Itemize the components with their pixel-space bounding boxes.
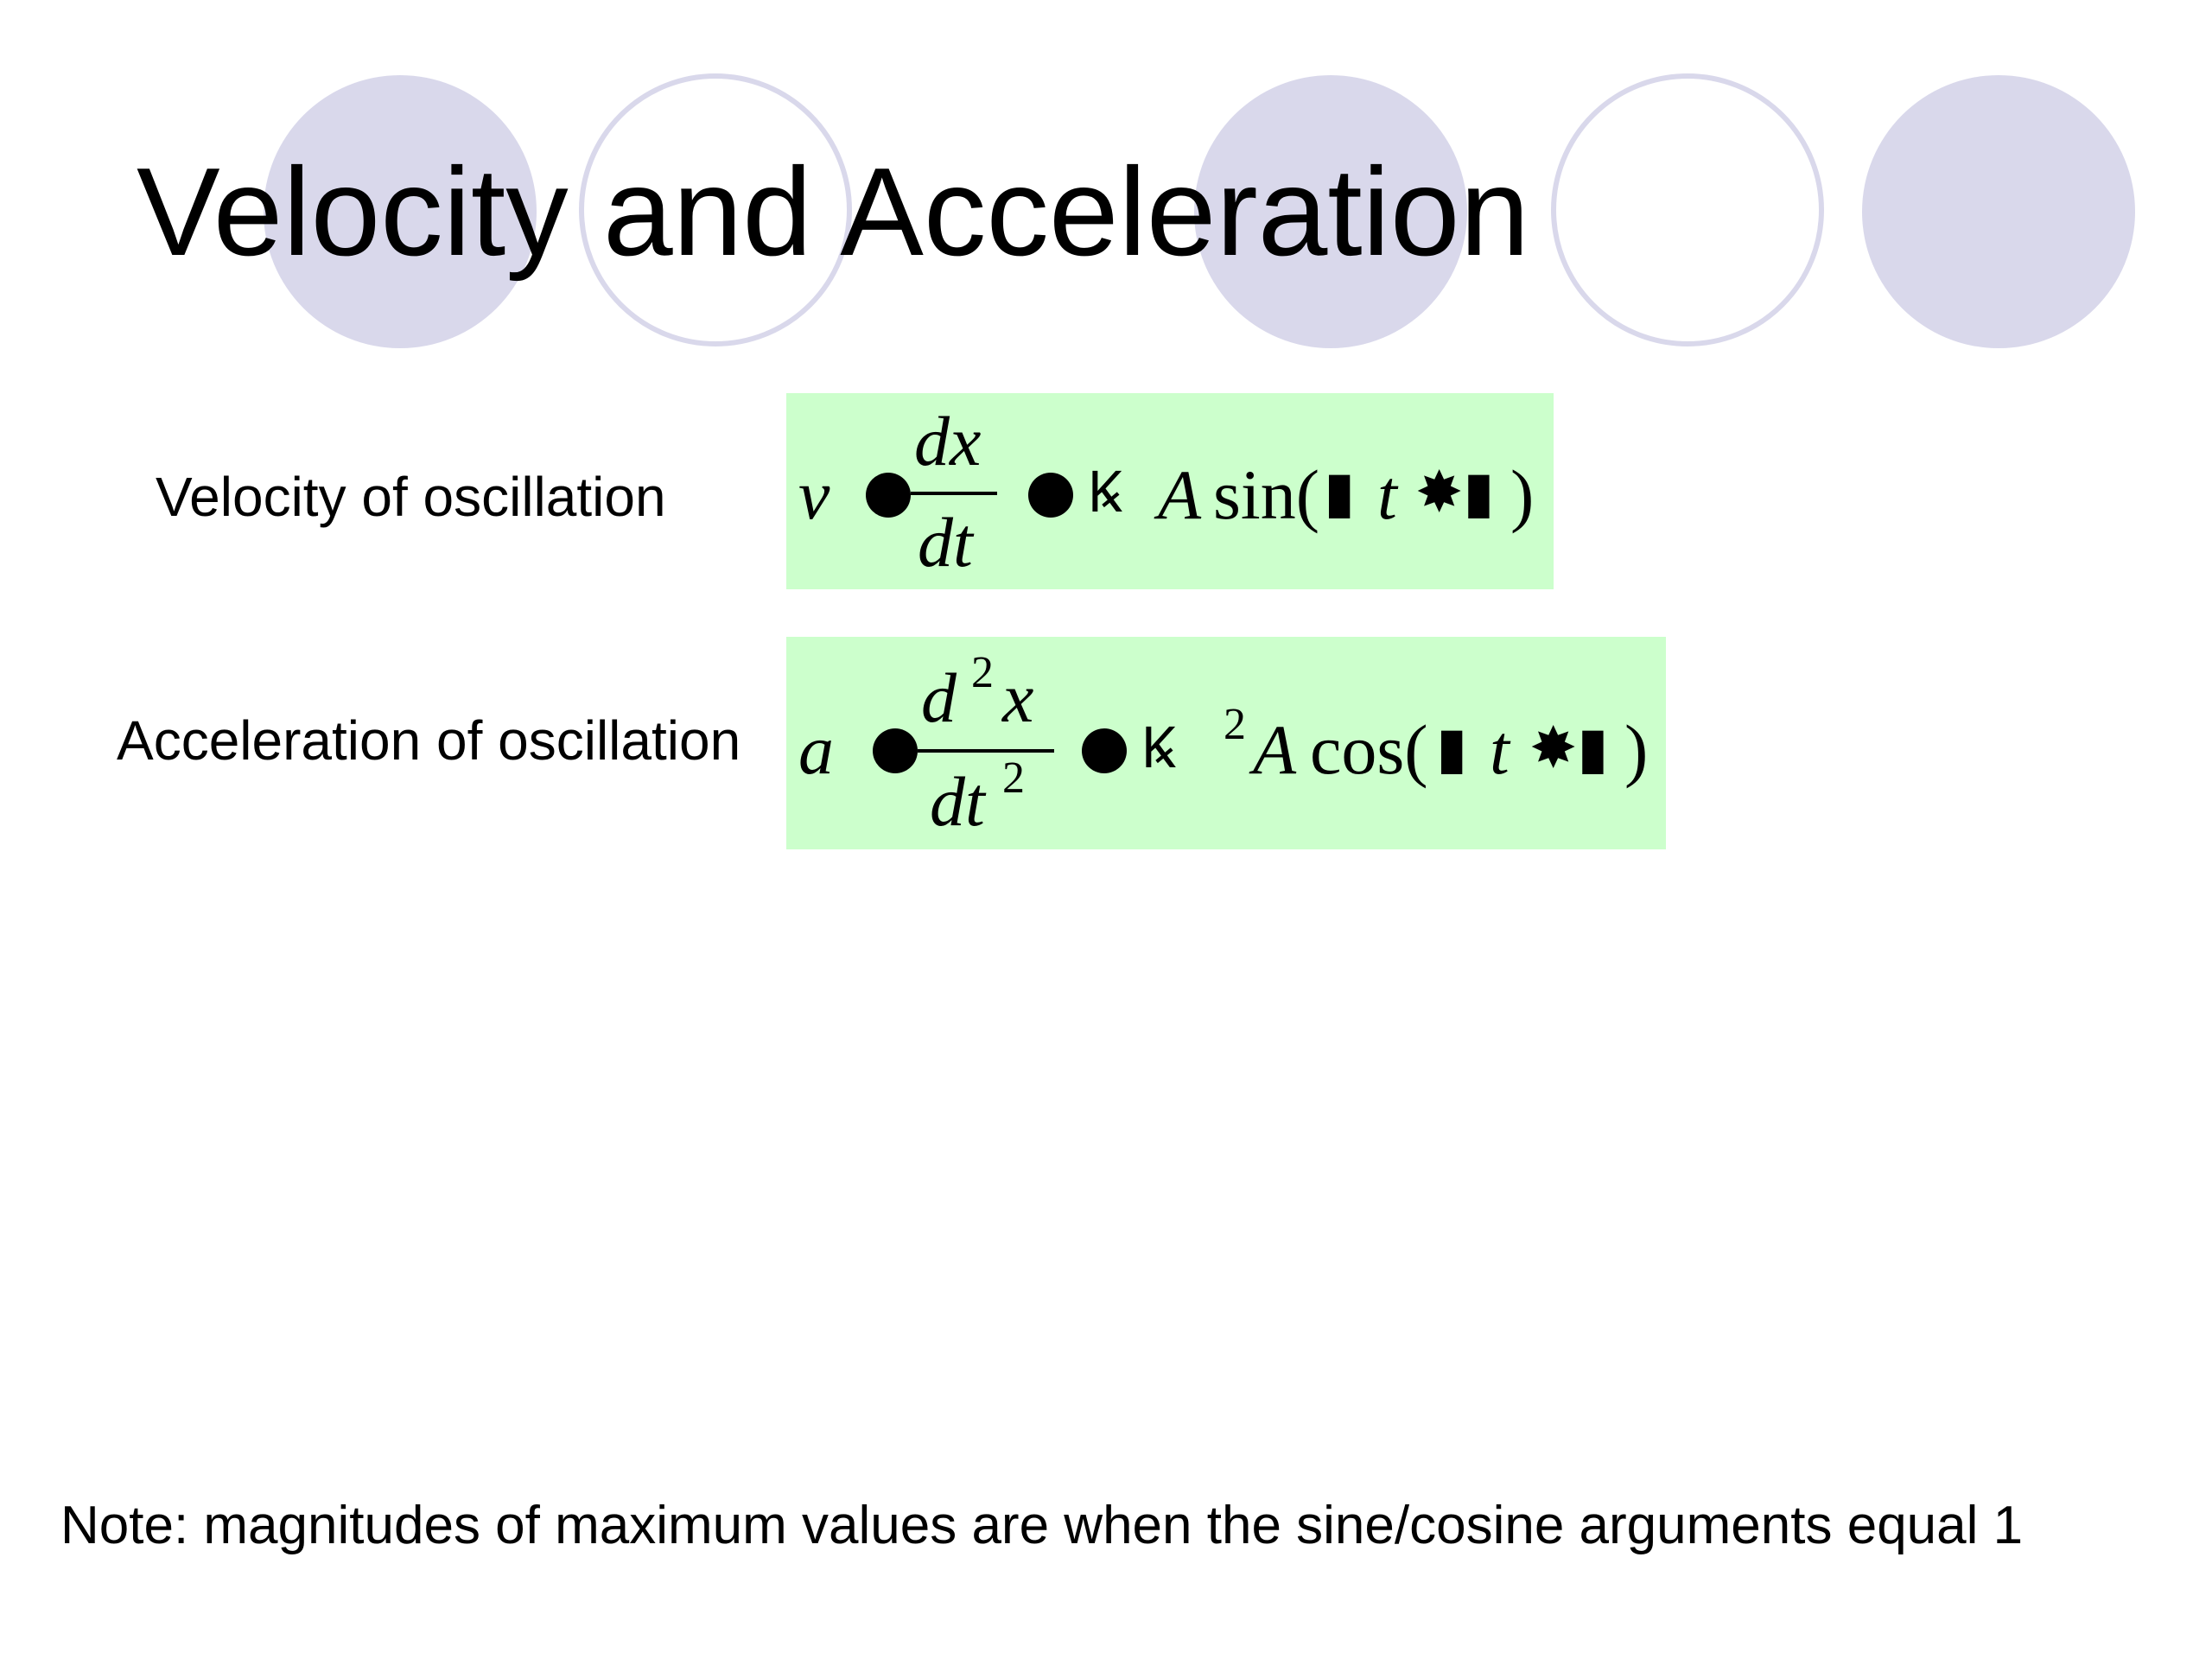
acceleration-numerator-d: d: [921, 658, 957, 737]
decorative-circle-1: [264, 75, 537, 348]
phase-glyph: ✸▮: [1415, 459, 1495, 525]
numerator-exponent: 2: [971, 648, 994, 697]
velocity-symbol: v: [798, 455, 830, 534]
acceleration-equation: a d 2 x dt 2 Ꝃ 2 A cos( ▮ t ✸▮ ): [786, 637, 1666, 849]
acceleration-label: Acceleration of oscillation: [117, 709, 741, 772]
amplitude-symbol: A: [1253, 710, 1297, 789]
phase-glyph: ✸▮: [1529, 715, 1609, 781]
minus-omega-glyph: Ꝃ: [1087, 459, 1122, 525]
sine-function: sin(: [1213, 455, 1319, 534]
acceleration-denominator: dt: [930, 762, 985, 841]
equals-glyph: [1028, 473, 1073, 518]
acceleration-symbol: a: [798, 710, 834, 789]
omega-glyph: ▮: [1436, 715, 1468, 781]
decorative-circle-4: [1551, 73, 1824, 346]
velocity-equation: v dx dt Ꝃ A sin( ▮ t ✸▮ ): [786, 393, 1554, 589]
equals-glyph: [866, 473, 911, 518]
close-paren: ): [1510, 455, 1535, 534]
amplitude-symbol: A: [1158, 455, 1202, 534]
time-symbol: t: [1490, 710, 1510, 789]
omega-glyph: ▮: [1324, 459, 1356, 525]
fraction-bar: [911, 492, 997, 495]
omega-exponent: 2: [1224, 700, 1246, 749]
equals-glyph: [1082, 728, 1127, 773]
slide-title: Velocity and Acceleration: [137, 142, 1530, 282]
close-paren: ): [1624, 710, 1649, 789]
velocity-label: Velocity of oscillation: [156, 466, 666, 528]
denominator-exponent: 2: [1002, 753, 1025, 803]
velocity-denominator: dt: [918, 503, 973, 582]
minus-omega-glyph: Ꝃ: [1141, 715, 1176, 781]
cosine-function: cos(: [1310, 710, 1428, 789]
acceleration-numerator-x: x: [1002, 658, 1034, 737]
decorative-circle-2: [579, 73, 852, 346]
velocity-numerator: dx: [914, 402, 982, 480]
footnote: Note: magnitudes of maximum values are w…: [60, 1496, 2024, 1555]
decorative-circle-5: [1862, 75, 2135, 348]
time-symbol: t: [1377, 455, 1397, 534]
fraction-bar: [918, 749, 1054, 753]
decorative-circle-3: [1194, 75, 1467, 348]
equals-glyph: [873, 728, 918, 773]
